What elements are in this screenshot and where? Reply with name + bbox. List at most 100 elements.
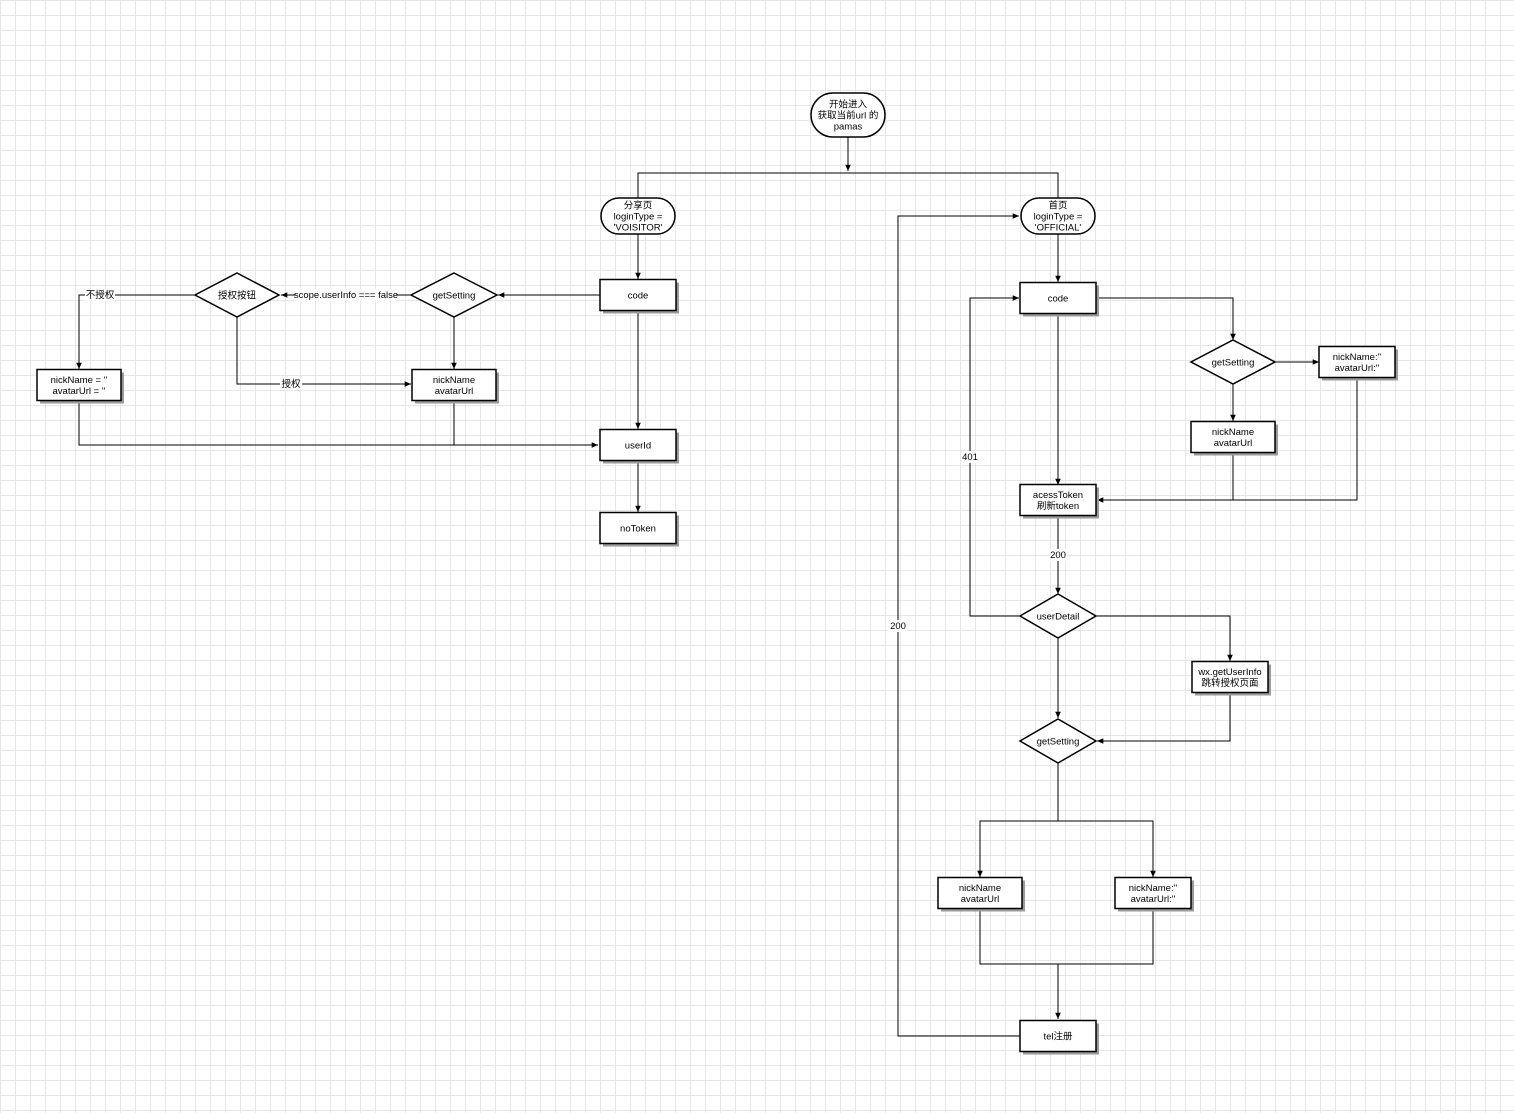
- getsetting-decision-right-bottom-shape: [1018, 718, 1098, 764]
- profile-box-right-bottom-shape: [937, 876, 1023, 910]
- edge-emptyprofile-token: [1233, 378, 1358, 501]
- edge-junction-home: [848, 172, 1059, 198]
- home-page-terminal-label-0: 首页: [1048, 200, 1067, 212]
- profile-box-right-top-label-0: nickName: [1212, 427, 1254, 438]
- share-page-terminal-label-2: 'VOISITOR': [614, 223, 663, 234]
- code-box-left: code: [599, 278, 679, 314]
- empty-profile-box-right-bottom: nickName:''avatarUrl:'': [1114, 876, 1194, 912]
- profile-box-left-label-0: nickName: [433, 375, 475, 386]
- share-page-terminal-label-1: loginType =: [614, 212, 663, 223]
- profile-box-left-label-1: avatarUrl: [435, 386, 474, 397]
- edge-tel-home-200: [897, 213, 1021, 1037]
- share-page-terminal-label-0: 分享页: [624, 200, 653, 212]
- auth-button-decision-label-0: 授权按钮: [218, 290, 257, 302]
- edge-split-emptyprofile: [1058, 820, 1156, 877]
- userid-box: userId: [599, 428, 679, 464]
- wx-getuserinfo-box-shape: [1191, 660, 1269, 694]
- getsetting-decision-right-top: getSetting: [1189, 339, 1277, 385]
- empty-profile-box-left-label-1: avatarUrl = '': [53, 386, 106, 397]
- tel-register-box-label-0: tel注册: [1043, 1031, 1073, 1043]
- empty-profile-box-right-top: nickName:''avatarUrl:'': [1318, 345, 1398, 381]
- profile-box-right-bottom-label-1: avatarUrl: [961, 894, 1000, 905]
- start-terminal-label-2: pamas: [834, 122, 863, 133]
- empty-profile-box-right-bottom-shape: [1114, 876, 1192, 910]
- notoken-box-shape: [599, 511, 677, 545]
- notoken-box: noToken: [599, 511, 679, 547]
- getsetting-decision-right-top-shape: [1189, 339, 1277, 385]
- profile-box-left-shape: [411, 368, 497, 402]
- empty-profile-box-left: nickName = ''avatarUrl = '': [36, 368, 124, 404]
- edge-userdetail-wx: [1096, 615, 1233, 661]
- userdetail-decision: userDetail: [1018, 593, 1098, 639]
- getsetting-decision-left-shape: [409, 272, 499, 318]
- edge-authbutton-auth: [236, 317, 411, 387]
- access-token-box-label-1: 刷新token: [1037, 500, 1079, 512]
- userid-box-label-0: userId: [625, 441, 651, 452]
- empty-profile-box-right-bottom-label-1: avatarUrl:'': [1131, 894, 1176, 905]
- access-token-box-shape: [1019, 483, 1097, 517]
- auth-button-decision: 授权按钮: [193, 272, 281, 318]
- home-page-terminal-label-2: 'OFFICIAL': [1035, 223, 1082, 234]
- getsetting-decision-left-label-0: getSetting: [433, 291, 476, 302]
- home-page-terminal-label-1: loginType =: [1034, 212, 1083, 223]
- empty-profile-box-left-label-0: nickName = '': [51, 375, 108, 386]
- edge-label-401: 401: [962, 452, 978, 463]
- notoken-box-label-0: noToken: [620, 524, 656, 535]
- share-page-terminal-shape: [600, 197, 676, 235]
- tel-register-box-shape: [1019, 1019, 1097, 1053]
- edge-split-profile: [977, 820, 1058, 877]
- code-box-right: code: [1019, 281, 1099, 317]
- edge-labels: scope.userInfo === false 不授权 授权 401 200 …: [85, 289, 1067, 632]
- edge-profile-token: [1097, 452, 1234, 503]
- userdetail-decision-label-0: userDetail: [1037, 612, 1080, 623]
- code-box-left-label-0: code: [628, 291, 649, 302]
- code-box-left-shape: [599, 278, 677, 312]
- empty-profile-box-right-top-shape: [1318, 345, 1396, 379]
- empty-profile-box-right-top-label-1: avatarUrl:'': [1335, 363, 1380, 374]
- edge-label-token-200: 200: [1050, 550, 1066, 561]
- home-page-terminal-shape: [1020, 197, 1096, 235]
- edge-wx-getsetting: [1097, 692, 1231, 744]
- start-terminal-shape: [810, 92, 886, 138]
- empty-profile-box-right-top-label-0: nickName:'': [1333, 352, 1382, 363]
- edge-authbutton-noauth: [76, 294, 195, 369]
- edge-junction-share: [637, 172, 848, 198]
- edge-emptyprofile-merge: [1058, 908, 1154, 965]
- empty-profile-box-left-shape: [36, 368, 122, 402]
- start-terminal-label-0: 开始进入: [829, 99, 868, 111]
- getsetting-decision-right-bottom-label-0: getSetting: [1037, 737, 1080, 748]
- auth-button-decision-shape: [193, 272, 281, 318]
- edge-label-not-authorized: 不授权: [86, 289, 115, 301]
- edge-emptyprofile-userid: [78, 400, 598, 448]
- edge-label-scope-false: scope.userInfo === false: [294, 290, 398, 301]
- userid-box-shape: [599, 428, 677, 462]
- code-box-right-shape: [1019, 281, 1097, 315]
- profile-box-right-top-shape: [1190, 420, 1276, 454]
- start-terminal-label-1: 获取当前url 的: [818, 110, 879, 122]
- wx-getuserinfo-box-label-1: 跳转授权页面: [1201, 677, 1258, 689]
- wx-getuserinfo-box-label-0: wx.getUserInfo: [1197, 667, 1261, 678]
- edge-label-tel-200: 200: [890, 621, 906, 632]
- getsetting-decision-right-bottom: getSetting: [1018, 718, 1098, 764]
- getsetting-decision-left: getSetting: [409, 272, 499, 318]
- edge-label-authorized: 授权: [281, 378, 301, 390]
- getsetting-decision-right-top-label-0: getSetting: [1212, 358, 1255, 369]
- access-token-box-label-0: acessToken: [1033, 490, 1083, 501]
- profile-box-right-top-label-1: avatarUrl: [1214, 438, 1253, 449]
- profile-box-right-bottom-label-0: nickName: [959, 883, 1001, 894]
- userdetail-decision-shape: [1018, 593, 1098, 639]
- empty-profile-box-right-bottom-label-0: nickName:'': [1129, 883, 1178, 894]
- tel-register-box: tel注册: [1019, 1019, 1099, 1055]
- edge-profile-merge: [979, 908, 1058, 965]
- edge-code-getsetting-right: [1096, 297, 1236, 340]
- code-box-right-label-0: code: [1048, 294, 1069, 305]
